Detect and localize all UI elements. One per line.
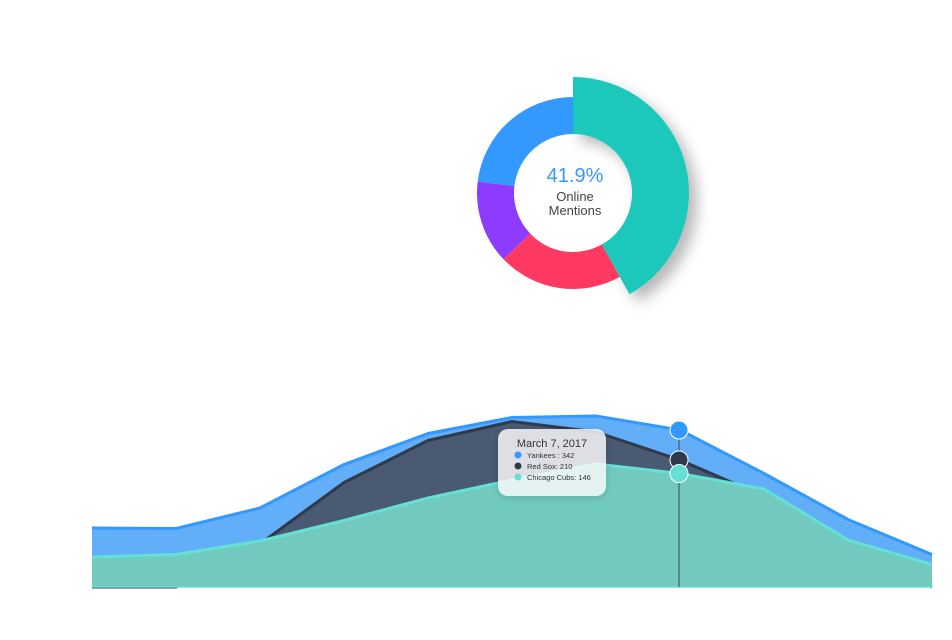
donut-slice-3[interactable] bbox=[477, 97, 573, 186]
tooltip-date: March 7, 2017 bbox=[517, 438, 587, 450]
hover-point-yankees[interactable] bbox=[669, 420, 689, 440]
tooltip-box bbox=[498, 429, 606, 496]
tooltip-legend-dot-2 bbox=[514, 473, 522, 481]
tooltip-row-0: Yankees : 342 bbox=[527, 451, 574, 460]
tooltip-row-2: Chicago Cubs: 146 bbox=[527, 473, 591, 482]
tooltip-legend-dot-1 bbox=[514, 462, 522, 470]
tooltip-legend-dot-0 bbox=[514, 451, 522, 459]
donut-slice-0[interactable] bbox=[573, 77, 689, 295]
donut-center-label-line1: Online bbox=[556, 189, 594, 204]
line-yankees bbox=[91, 414, 933, 556]
donut-chart: 41.9% Online Mentions bbox=[477, 77, 689, 295]
donut-center-label-line2: Mentions bbox=[549, 203, 602, 218]
hover-point-chicago-cubs[interactable] bbox=[669, 464, 689, 483]
donut-center-value: 41.9% bbox=[547, 165, 604, 187]
tooltip-row-1: Red Sox: 210 bbox=[527, 462, 572, 471]
area-chicago-cubs bbox=[92, 464, 932, 587]
donut-slice-1[interactable] bbox=[503, 233, 620, 290]
donut-slice-2[interactable] bbox=[477, 181, 531, 260]
donut-svg: 41.9% Online Mentions bbox=[477, 77, 689, 295]
